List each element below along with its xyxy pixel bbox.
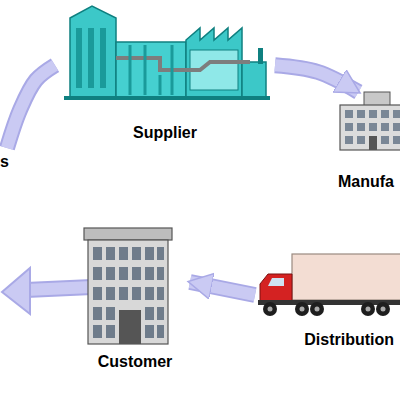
truck-cab <box>260 274 292 304</box>
office-door <box>119 310 141 344</box>
flow-band <box>275 65 358 92</box>
office-illustration <box>84 228 172 344</box>
office-roof <box>84 228 172 240</box>
flow-arrowhead <box>2 268 30 314</box>
stage-node: Supplier <box>55 0 275 145</box>
flow-band <box>7 65 55 148</box>
stage-label: Distribution <box>304 330 394 350</box>
flow-band-outline <box>7 65 55 148</box>
plant-door <box>369 136 377 150</box>
factory-window <box>100 28 106 88</box>
flow-band <box>26 287 92 290</box>
factory-window <box>76 28 82 88</box>
plant-illustration <box>340 92 400 150</box>
stage-label: s <box>0 152 9 172</box>
factory-base <box>64 96 270 100</box>
office-building <box>88 240 168 344</box>
stage-label: Customer <box>98 352 173 372</box>
factory-window <box>88 28 94 88</box>
factory-pipe <box>116 58 250 70</box>
plant-roof-unit <box>364 92 390 106</box>
factory-annex <box>242 62 266 98</box>
stage-label: Manufa <box>338 172 394 192</box>
stage-node: Distribution <box>255 250 400 350</box>
flow-band-outline <box>275 65 358 92</box>
stage-node: s <box>0 148 14 172</box>
plant-building <box>340 105 400 150</box>
truck-wheels <box>263 302 390 316</box>
truck-trailer <box>292 254 400 300</box>
flow-band-outline <box>190 282 255 295</box>
factory-tower <box>70 6 116 98</box>
flow-band <box>190 282 255 295</box>
factory-illustration <box>64 6 270 100</box>
factory-chimney <box>258 48 263 64</box>
stage-label: Supplier <box>133 123 197 143</box>
flow-connector <box>7 65 55 148</box>
truck-hubs <box>268 307 386 312</box>
truck-window <box>268 278 284 286</box>
flow-connector <box>190 282 255 295</box>
flow-connector <box>275 65 358 92</box>
truck-illustration <box>258 254 400 316</box>
factory-detail <box>130 45 172 95</box>
stage-node: Manufa <box>336 92 400 192</box>
flow-band-outline <box>26 287 92 290</box>
stage-node: Customer <box>80 222 190 372</box>
